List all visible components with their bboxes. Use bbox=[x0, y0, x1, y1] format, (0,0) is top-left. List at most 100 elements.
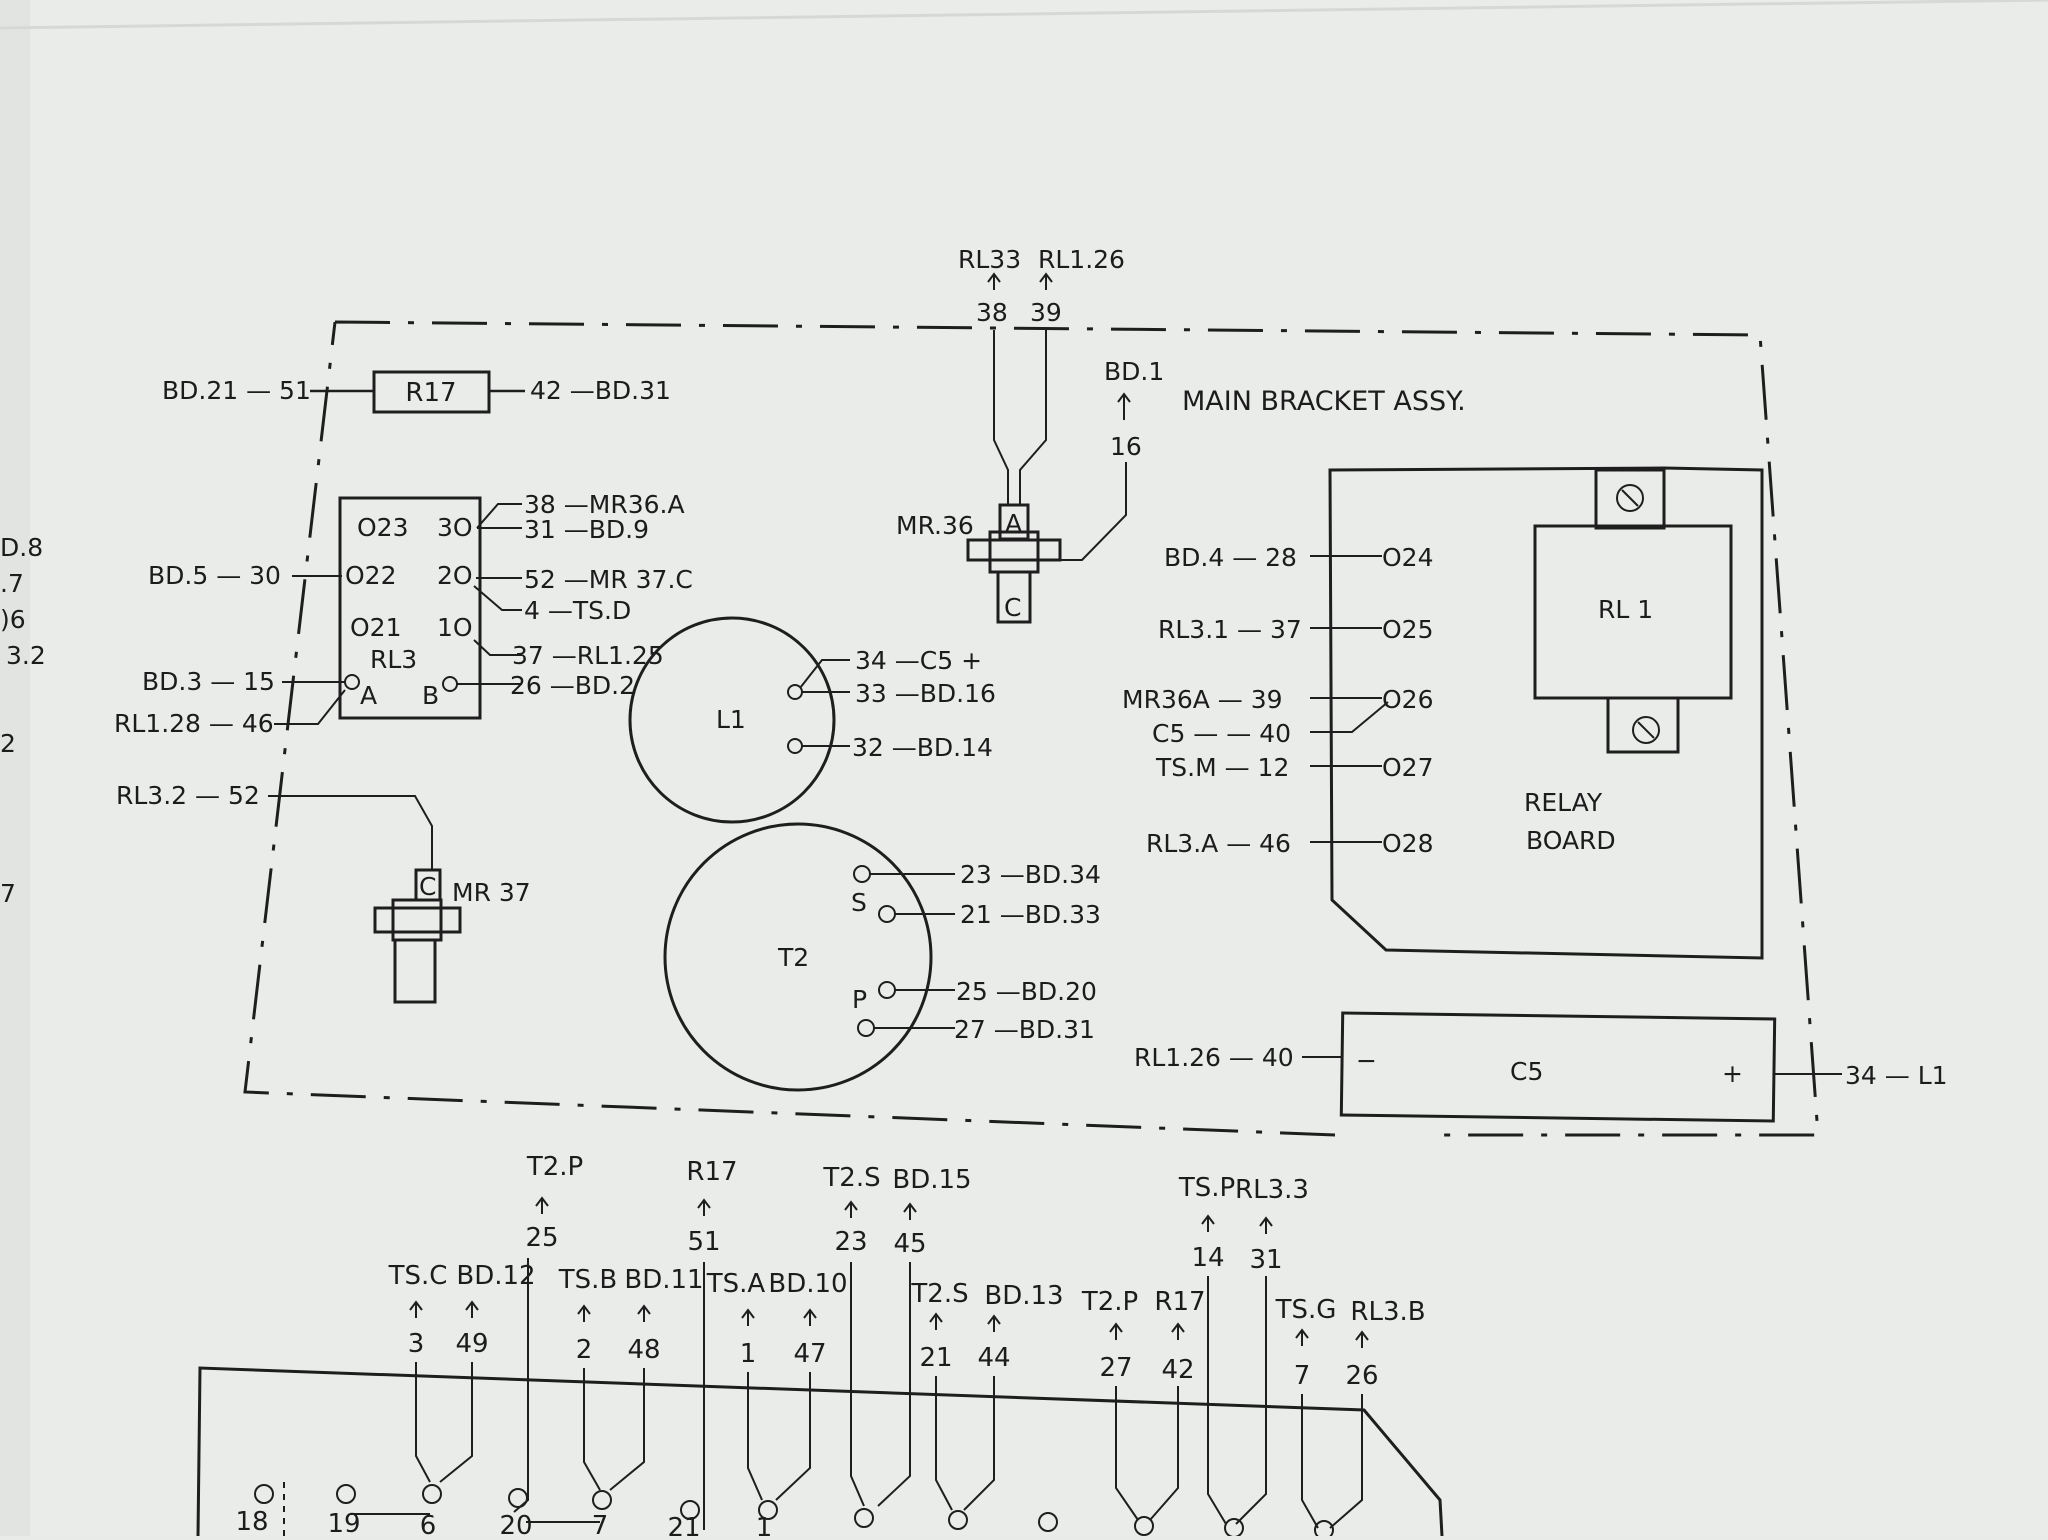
bottom-conn-label: RL3.B bbox=[1350, 1297, 1425, 1327]
bottom-conn-num: 3 bbox=[408, 1329, 425, 1359]
bottom-conn-num: 2 bbox=[576, 1335, 593, 1365]
terminal-number: 6 bbox=[420, 1511, 437, 1536]
bd1-wire: 16 bbox=[1110, 432, 1142, 461]
l1-label: L1 bbox=[716, 705, 746, 734]
wire-rl3-37: 37 —RL1.25 bbox=[512, 641, 664, 670]
bottom-conn-num: 47 bbox=[793, 1339, 826, 1369]
bottom-connectors: T2.P 25 R17 51 T2.S 23 BD.15 45 TS.P 14 … bbox=[388, 1152, 1426, 1391]
wire-c5-40: RL1.26 — 40 bbox=[1134, 1043, 1294, 1072]
bottom-conn-num: 45 bbox=[893, 1229, 926, 1259]
bd1-label: BD.1 bbox=[1104, 357, 1164, 386]
wire-t2-21: 21 —BD.33 bbox=[960, 900, 1101, 929]
wire-rl3-26: 26 —BD.2 bbox=[510, 671, 635, 700]
wire-rl3-4: 4 —TS.D bbox=[524, 596, 631, 625]
t2-p-label: P bbox=[852, 985, 867, 1014]
c5-plus: + bbox=[1722, 1059, 1743, 1088]
bottom-conn-num: 1 bbox=[740, 1339, 757, 1369]
wire-r17-left: BD.21 — 51 bbox=[162, 376, 311, 405]
bottom-conn-label: BD.13 bbox=[984, 1281, 1063, 1311]
wire-l1-34: 34 —C5 + bbox=[855, 646, 982, 675]
bottom-conn-label: BD.10 bbox=[768, 1269, 847, 1299]
wire-t2-25: 25 —BD.20 bbox=[956, 977, 1097, 1006]
terminal-number: 19 bbox=[327, 1509, 360, 1536]
wire-rl32: RL3.2 — 52 bbox=[116, 781, 260, 810]
bottom-conn-num: 21 bbox=[919, 1343, 952, 1373]
wire-rb-40: C5 — — 40 bbox=[1152, 719, 1291, 748]
c5-capacitor bbox=[1339, 1011, 1777, 1123]
wire-rb-12: TS.M — 12 bbox=[1155, 753, 1289, 782]
margin-fragment: D.8 bbox=[0, 533, 43, 562]
bottom-conn-num: 26 bbox=[1345, 1361, 1378, 1391]
rl3-relay bbox=[338, 496, 482, 720]
bottom-conn-num: 14 bbox=[1191, 1243, 1224, 1273]
wire-r17-right: 42 —BD.31 bbox=[530, 376, 671, 405]
bottom-conn-num: 25 bbox=[525, 1223, 558, 1253]
terminal-number: 21 bbox=[667, 1513, 700, 1536]
bottom-conn-num: 23 bbox=[834, 1227, 867, 1257]
bottom-conn-num: 48 bbox=[627, 1335, 660, 1365]
terminal-number: 18 bbox=[235, 1507, 268, 1536]
wire-rl3-31: 31 —BD.9 bbox=[524, 515, 649, 544]
relay-pin-28: O28 bbox=[1382, 829, 1434, 858]
bottom-conn-label: BD.11 bbox=[624, 1265, 703, 1295]
wire-l1-33: 33 —BD.16 bbox=[855, 679, 996, 708]
top-conn-num-left: 38 bbox=[976, 298, 1008, 327]
wire-rl3-52: 52 —MR 37.C bbox=[524, 565, 693, 594]
wire-rb-46: RL3.A — 46 bbox=[1146, 829, 1291, 858]
bottom-conn-num: 49 bbox=[455, 1329, 488, 1359]
bottom-conn-label: BD.12 bbox=[456, 1261, 535, 1291]
margin-fragment: 7 bbox=[0, 879, 16, 908]
wire-rb-28: BD.4 — 28 bbox=[1164, 543, 1297, 572]
wire-rl3-38: 38 —MR36.A bbox=[524, 490, 685, 519]
bottom-conn-label: BD.15 bbox=[892, 1165, 971, 1195]
wire-bd3: BD.3 — 15 bbox=[142, 667, 275, 696]
wire-l1-32: 32 —BD.14 bbox=[852, 733, 993, 762]
bottom-conn-num: 44 bbox=[977, 1343, 1010, 1373]
bottom-conn-label: T2.S bbox=[910, 1279, 968, 1309]
mr36-a-label: A bbox=[1005, 509, 1022, 538]
top-conn-right: RL1.26 bbox=[1038, 245, 1125, 274]
rl3-pin-22: O22 bbox=[345, 561, 397, 590]
c5-minus: − bbox=[1356, 1046, 1377, 1075]
margin-fragment: 3.2 bbox=[6, 641, 46, 670]
relay-board-label-1: RELAY bbox=[1524, 788, 1603, 817]
wire-rb-39: MR36A — 39 bbox=[1122, 685, 1283, 714]
terminal-circles bbox=[254, 1484, 1334, 1540]
rl3-pin-1: 1O bbox=[437, 613, 473, 642]
bottom-conn-label: TS.P bbox=[1178, 1173, 1235, 1203]
bottom-conn-label: R17 bbox=[1154, 1287, 1205, 1317]
terminal-number: 1 bbox=[756, 1513, 773, 1536]
bottom-conn-label: TS.B bbox=[558, 1265, 618, 1295]
rl3-label: RL3 bbox=[370, 645, 417, 674]
relay-board-label-2: BOARD bbox=[1526, 826, 1616, 855]
wire-t2-23: 23 —BD.34 bbox=[960, 860, 1101, 889]
t2-s-label: S bbox=[851, 888, 867, 917]
margin-fragment: 2 bbox=[0, 729, 16, 758]
connector-arrows bbox=[409, 1196, 1369, 1348]
mr36-c-label: C bbox=[1004, 593, 1021, 622]
relay-pin-25: O25 bbox=[1382, 615, 1434, 644]
lead-wires bbox=[350, 1258, 1363, 1530]
bottom-conn-num: 42 bbox=[1161, 1355, 1194, 1385]
bottom-conn-label: T2.P bbox=[526, 1152, 583, 1182]
wire-t2-27: 27 —BD.31 bbox=[954, 1015, 1095, 1044]
bottom-conn-label: RL3.3 bbox=[1235, 1175, 1309, 1205]
wire-rl128: RL1.28 — 46 bbox=[114, 709, 274, 738]
c5-label: C5 bbox=[1510, 1057, 1543, 1086]
mr36-label: MR.36 bbox=[896, 511, 974, 540]
mr37-label: MR 37 bbox=[452, 878, 531, 907]
t2-transformer bbox=[663, 822, 933, 1092]
rl1-relay bbox=[1533, 524, 1733, 700]
bottom-conn-label: R17 bbox=[686, 1157, 737, 1187]
rl3-pin-23: O23 bbox=[357, 513, 409, 542]
terminal-number: 20 bbox=[499, 1511, 532, 1536]
bottom-conn-num: 27 bbox=[1099, 1353, 1132, 1383]
bottom-conn-label: TS.C bbox=[388, 1261, 448, 1291]
rl3-pin-2: 2O bbox=[437, 561, 473, 590]
bottom-conn-num: 51 bbox=[687, 1227, 720, 1257]
r17-label: R17 bbox=[405, 378, 456, 408]
t2-label: T2 bbox=[777, 943, 809, 972]
relay-board bbox=[1328, 466, 1764, 960]
bottom-conn-label: T2.P bbox=[1081, 1287, 1138, 1317]
